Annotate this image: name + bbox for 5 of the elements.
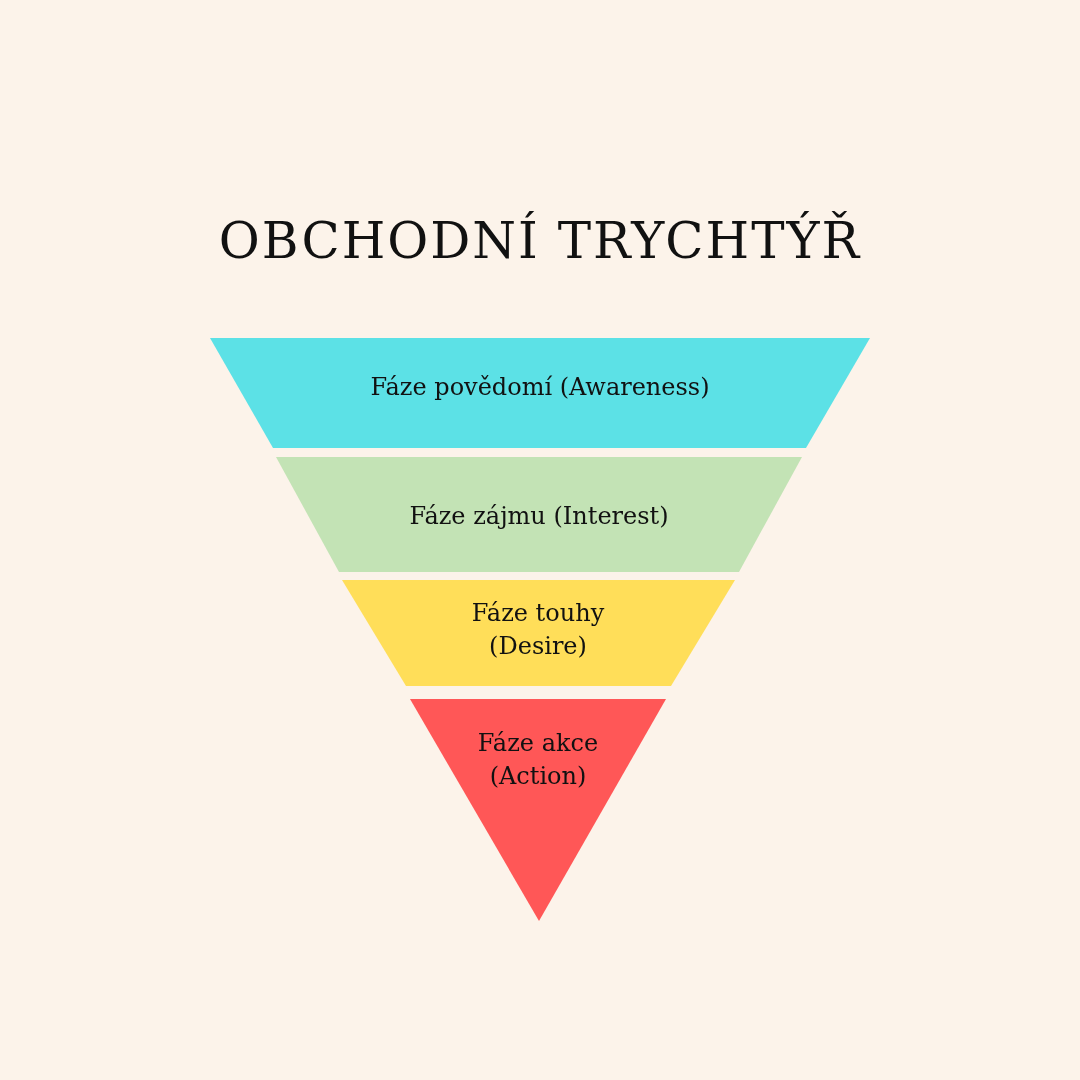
- stage-label: Fáze zájmu (Interest): [408, 501, 670, 532]
- stage-label: Fáze akce (Action): [476, 728, 600, 792]
- stage-label: Fáze touhy (Desire): [470, 598, 606, 662]
- stage-label: Fáze povědomí (Awareness): [369, 372, 711, 403]
- diagram-title: OBCHODNÍ TRYCHTÝŘ: [217, 212, 863, 270]
